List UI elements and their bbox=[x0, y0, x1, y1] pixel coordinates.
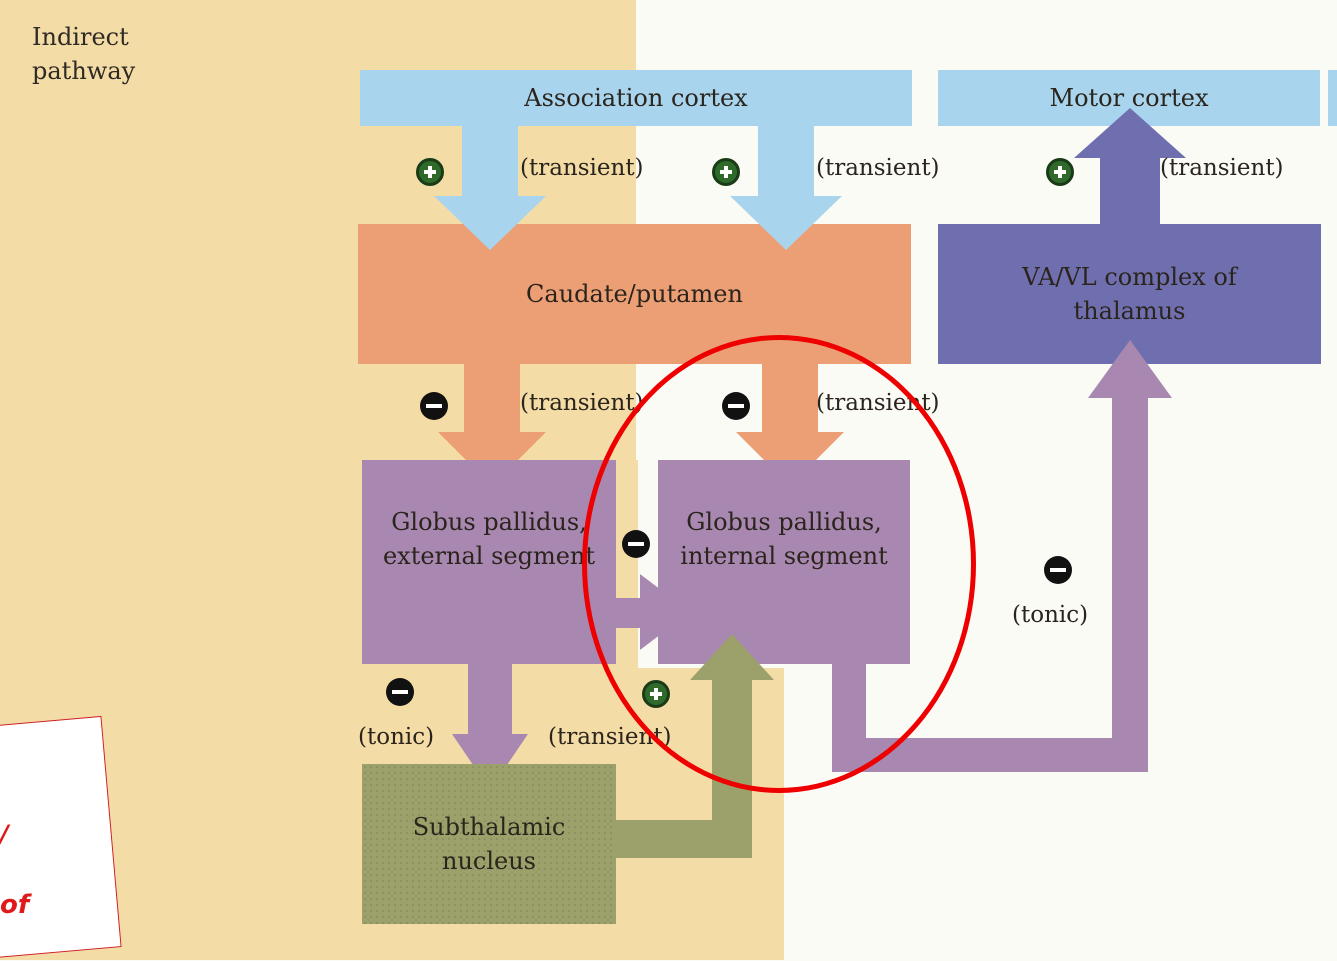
label-tonic: (tonic) bbox=[358, 724, 435, 750]
gpe-box: Globus pallidus, external segment bbox=[362, 460, 616, 664]
thalamus-box: VA/VL complex of thalamus bbox=[938, 224, 1321, 364]
label-transient: (transient) bbox=[520, 390, 644, 416]
annotation-note-box bbox=[0, 715, 122, 961]
label-transient: (transient) bbox=[1160, 155, 1284, 181]
excitatory-plus-icon bbox=[712, 158, 740, 186]
arrow-gpe-to-stn bbox=[452, 664, 528, 790]
arrow-caudate-to-gpe bbox=[438, 364, 546, 486]
cortex-box-edge bbox=[1328, 70, 1337, 126]
association-cortex-box: Association cortex bbox=[360, 70, 912, 126]
excitatory-plus-icon bbox=[1046, 158, 1074, 186]
arrow-thalamus-to-motor bbox=[1074, 108, 1186, 224]
inhibitory-minus-icon bbox=[386, 678, 414, 706]
label-transient: (transient) bbox=[520, 155, 644, 181]
arrow-assoc-to-caudate-left bbox=[434, 126, 546, 250]
region-title: Indirect pathway bbox=[32, 23, 136, 85]
label-transient: (transient) bbox=[816, 155, 940, 181]
inhibitory-minus-icon bbox=[420, 392, 448, 420]
annotation-note-text: / bbox=[0, 820, 9, 848]
highlight-circle bbox=[582, 335, 976, 793]
label-tonic: (tonic) bbox=[1012, 602, 1089, 628]
annotation-note-text: of bbox=[0, 890, 30, 920]
subthalamic-nucleus-box: Subthalamic nucleus bbox=[362, 764, 616, 924]
arrow-assoc-to-caudate-right bbox=[730, 126, 842, 250]
excitatory-plus-icon bbox=[416, 158, 444, 186]
inhibitory-minus-icon bbox=[1044, 556, 1072, 584]
